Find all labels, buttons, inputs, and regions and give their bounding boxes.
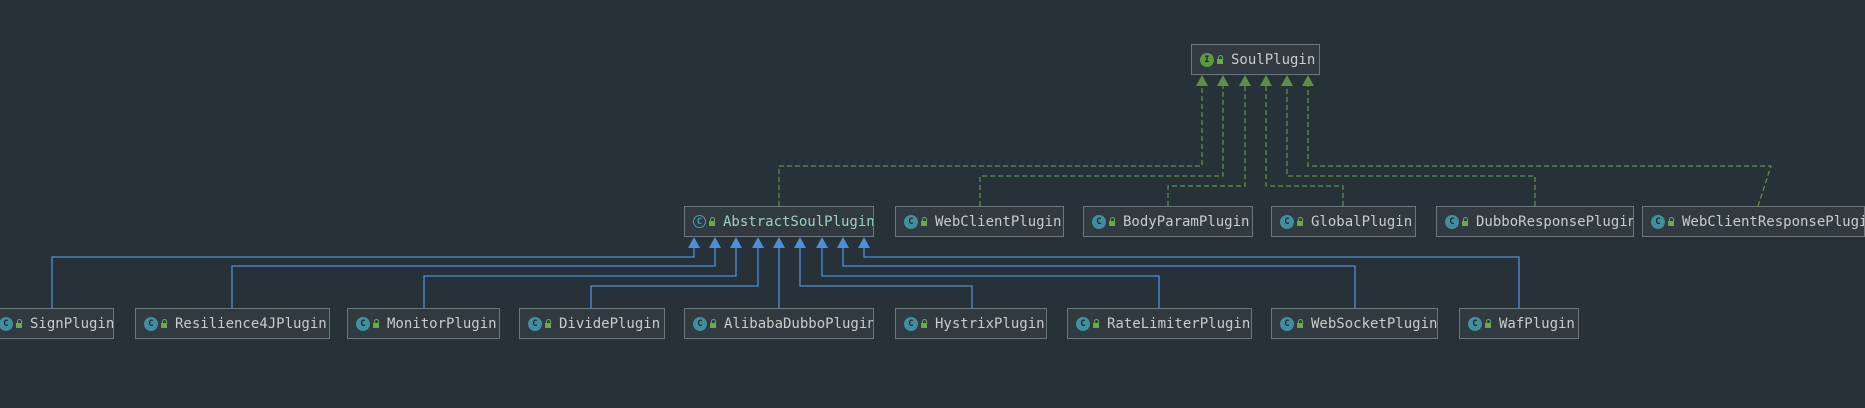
implements-arrowhead bbox=[1239, 75, 1251, 86]
class-icon: C bbox=[904, 316, 918, 331]
implements-arrowhead bbox=[1302, 75, 1314, 86]
extends-arrowhead bbox=[730, 237, 742, 248]
node-sign-plugin[interactable]: C SignPlugin bbox=[0, 308, 114, 339]
extends-edge bbox=[231, 248, 716, 308]
node-alibaba-dubbo-plugin[interactable]: C AlibabaDubboPlugin bbox=[684, 308, 874, 339]
class-icon: C bbox=[0, 316, 13, 331]
extends-edge bbox=[842, 248, 1356, 308]
node-web-socket-plugin[interactable]: C WebSocketPlugin bbox=[1271, 308, 1438, 339]
node-soul-plugin[interactable]: I SoulPlugin bbox=[1191, 44, 1320, 75]
node-rate-limiter-plugin[interactable]: C RateLimiterPlugin bbox=[1067, 308, 1252, 339]
interface-icon: I bbox=[1200, 52, 1214, 67]
node-label: SignPlugin bbox=[30, 315, 114, 332]
node-resilience4j-plugin[interactable]: C Resilience4JPlugin bbox=[135, 308, 330, 339]
node-abstract-soul-plugin[interactable]: C AbstractSoulPlugin bbox=[684, 206, 874, 237]
node-label: WebClientResponsePlugin bbox=[1682, 213, 1865, 230]
class-icon: C bbox=[356, 316, 370, 331]
lock-icon bbox=[16, 319, 22, 328]
extends-arrowhead bbox=[837, 237, 849, 248]
implements-edge bbox=[1167, 86, 1246, 206]
extends-arrowhead bbox=[816, 237, 828, 248]
extends-arrowhead bbox=[773, 237, 785, 248]
implements-arrowhead bbox=[1217, 75, 1229, 86]
node-dubbo-response-plugin[interactable]: C DubboResponsePlugin bbox=[1436, 206, 1634, 237]
lock-icon bbox=[1109, 217, 1115, 226]
node-label: MonitorPlugin bbox=[387, 315, 497, 332]
extends-edge bbox=[821, 248, 1160, 308]
implements-edge bbox=[979, 86, 1224, 206]
node-hystrix-plugin[interactable]: C HystrixPlugin bbox=[895, 308, 1047, 339]
lock-icon bbox=[709, 217, 715, 226]
class-icon: C bbox=[693, 316, 707, 331]
abstract-class-icon: C bbox=[693, 215, 706, 228]
lock-icon bbox=[545, 319, 551, 328]
extends-edge bbox=[863, 248, 1520, 308]
node-label: GlobalPlugin bbox=[1311, 213, 1413, 230]
node-label: DividePlugin bbox=[559, 315, 661, 332]
implements-edge bbox=[778, 86, 1203, 206]
class-icon: C bbox=[1092, 214, 1106, 229]
extends-arrowhead bbox=[752, 237, 764, 248]
lock-icon bbox=[1668, 217, 1674, 226]
node-label: Resilience4JPlugin bbox=[175, 315, 327, 332]
lock-icon bbox=[1297, 217, 1303, 226]
implements-edge bbox=[1265, 86, 1344, 206]
implements-arrowhead bbox=[1281, 75, 1293, 86]
extends-edge bbox=[423, 248, 737, 308]
class-icon: C bbox=[1280, 214, 1294, 229]
extends-arrowhead bbox=[794, 237, 806, 248]
node-label: WebSocketPlugin bbox=[1311, 315, 1438, 332]
node-body-param-plugin[interactable]: C BodyParamPlugin bbox=[1083, 206, 1253, 237]
class-icon: C bbox=[1076, 316, 1090, 331]
implements-edge bbox=[1286, 86, 1536, 206]
node-label: WafPlugin bbox=[1499, 315, 1575, 332]
extends-edge bbox=[51, 248, 695, 308]
lock-icon bbox=[921, 217, 927, 226]
class-icon: C bbox=[1651, 214, 1665, 229]
lock-icon bbox=[373, 319, 379, 328]
class-icon: C bbox=[1445, 214, 1459, 229]
node-label: WebClientPlugin bbox=[935, 213, 1062, 230]
node-label: AlibabaDubboPlugin bbox=[724, 315, 874, 332]
node-label: BodyParamPlugin bbox=[1123, 213, 1250, 230]
lock-icon bbox=[921, 319, 927, 328]
node-label: DubboResponsePlugin bbox=[1476, 213, 1634, 230]
extends-arrowhead bbox=[688, 237, 700, 248]
lock-icon bbox=[161, 319, 167, 328]
lock-icon bbox=[1297, 319, 1303, 328]
extends-arrowhead bbox=[858, 237, 870, 248]
node-label: SoulPlugin bbox=[1231, 51, 1316, 68]
node-waf-plugin[interactable]: C WafPlugin bbox=[1459, 308, 1579, 339]
node-web-client-plugin[interactable]: C WebClientPlugin bbox=[895, 206, 1064, 237]
node-monitor-plugin[interactable]: C MonitorPlugin bbox=[347, 308, 500, 339]
class-icon: C bbox=[1468, 316, 1482, 331]
node-divide-plugin[interactable]: C DividePlugin bbox=[519, 308, 665, 339]
lock-icon bbox=[1485, 319, 1491, 328]
node-label: RateLimiterPlugin bbox=[1107, 315, 1251, 332]
lock-icon bbox=[1093, 319, 1099, 328]
class-icon: C bbox=[144, 316, 158, 331]
implements-arrowhead bbox=[1196, 75, 1208, 86]
node-label: HystrixPlugin bbox=[935, 315, 1045, 332]
node-global-plugin[interactable]: C GlobalPlugin bbox=[1271, 206, 1416, 237]
lock-icon bbox=[710, 319, 716, 328]
implements-arrowhead bbox=[1260, 75, 1272, 86]
class-icon: C bbox=[1280, 316, 1294, 331]
extends-edge bbox=[799, 248, 973, 308]
class-icon: C bbox=[528, 316, 542, 331]
lock-icon bbox=[1217, 55, 1223, 64]
node-label: AbstractSoulPlugin bbox=[723, 213, 874, 230]
extends-arrowhead bbox=[709, 237, 721, 248]
extends-edge bbox=[590, 248, 759, 308]
class-icon: C bbox=[904, 214, 918, 229]
implements-edge bbox=[1307, 86, 1772, 207]
node-web-client-response-plugin[interactable]: C WebClientResponsePlugin bbox=[1642, 206, 1865, 237]
lock-icon bbox=[1462, 217, 1468, 226]
